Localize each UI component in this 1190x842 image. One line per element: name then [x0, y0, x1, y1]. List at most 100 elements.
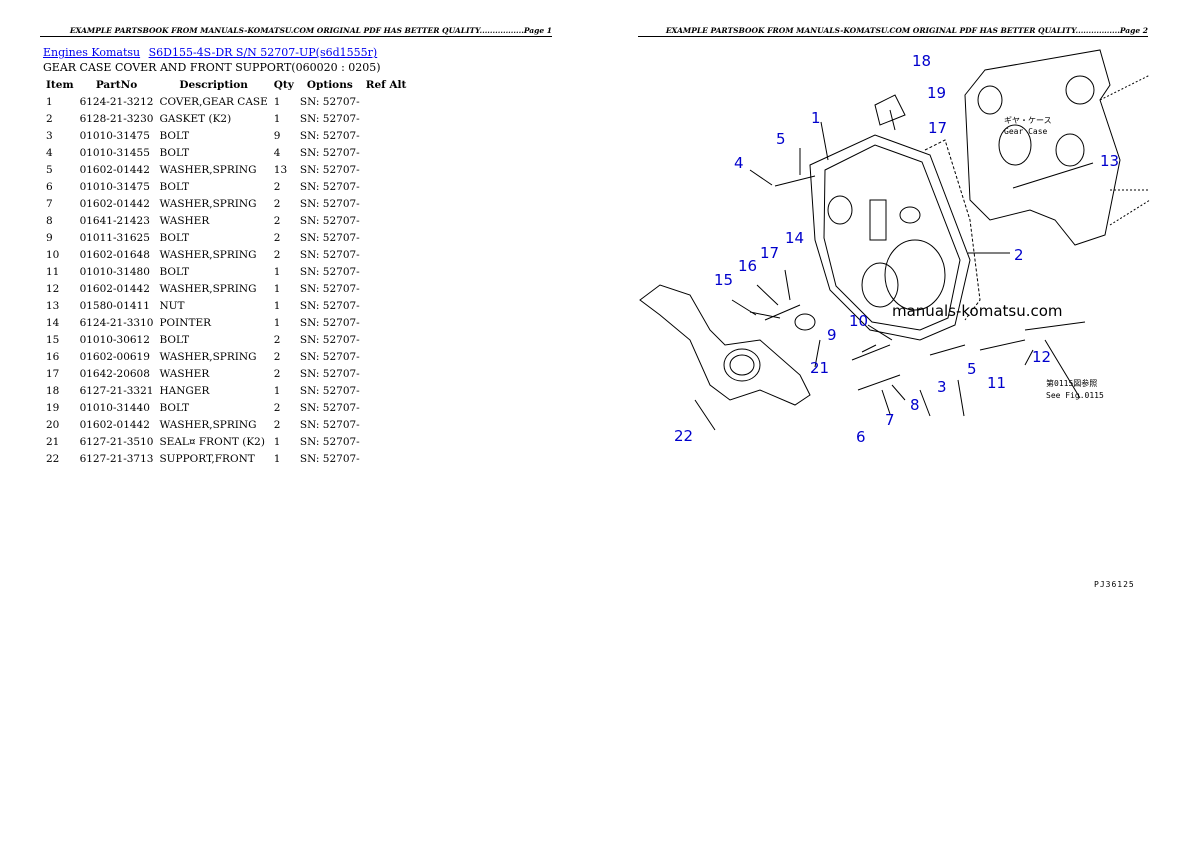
table-cell: 1 [46, 95, 53, 108]
column-header: PartNo [95, 78, 138, 91]
column-header: Options [306, 78, 353, 91]
table-cell: 2 [46, 112, 53, 125]
table-cell: 9 [273, 129, 281, 142]
table-cell [363, 161, 410, 178]
table-cell: WASHER,SPRING [159, 282, 257, 295]
table-cell: 11 [46, 265, 60, 278]
table-cell: SN: 52707- [299, 248, 360, 261]
table-cell: WASHER,SPRING [159, 197, 257, 210]
gear-case-label: ギヤ・ケース Gear Case [1004, 116, 1052, 136]
table-cell [363, 331, 410, 348]
column-header: Description [179, 78, 248, 91]
table-cell: 01602-01442 [79, 163, 150, 176]
table-cell: 1 [273, 452, 281, 465]
table-cell: SN: 52707- [299, 350, 360, 363]
table-cell: BOLT [159, 146, 190, 159]
table-cell [363, 297, 410, 314]
table-cell: 21 [46, 435, 60, 448]
watermark: manuals-komatsu.com [892, 302, 1063, 320]
see-fig-note: 第0115図参照 See Fig.0115 [1046, 379, 1104, 400]
gear-case-bore [977, 85, 1003, 115]
callout-16: 16 [738, 257, 757, 275]
table-cell: 2 [273, 231, 281, 244]
callout-14: 14 [785, 229, 804, 247]
breadcrumb-link-engines[interactable]: Engines Komatsu [43, 46, 141, 59]
table-row: 14 6124-21-3310 POINTER 1 SN: 52707- [43, 314, 409, 331]
table-cell [363, 127, 410, 144]
callout-5-top: 5 [776, 130, 786, 148]
table-cell: SN: 52707- [299, 452, 360, 465]
table-cell: 5 [46, 163, 53, 176]
table-cell: 15 [46, 333, 60, 346]
table-cell: SN: 52707- [299, 418, 360, 431]
table-cell: 2 [273, 248, 281, 261]
table-cell: 7 [46, 197, 53, 210]
table-cell: WASHER,SPRING [159, 248, 257, 261]
table-cell: POINTER [159, 316, 212, 329]
callout-10: 10 [849, 312, 868, 330]
table-cell: SN: 52707- [299, 282, 360, 295]
table-cell: 01010-31480 [79, 265, 150, 278]
table-cell [363, 178, 410, 195]
table-cell [363, 433, 410, 450]
table-cell: SN: 52707- [299, 333, 360, 346]
table-cell: 17 [46, 367, 60, 380]
table-cell: 9 [46, 231, 53, 244]
table-cell: 1 [273, 384, 281, 397]
table-cell [363, 144, 410, 161]
table-cell: 01011-31625 [79, 231, 150, 244]
column-header: Ref Alt [365, 78, 407, 91]
table-cell [363, 195, 410, 212]
table-cell: 1 [273, 435, 281, 448]
table-cell: 1 [273, 316, 281, 329]
callout-9: 9 [827, 326, 837, 344]
table-cell: 14 [46, 316, 60, 329]
callout-15: 15 [714, 271, 733, 289]
table-cell: SN: 52707- [299, 146, 360, 159]
table-cell: NUT [159, 299, 185, 312]
table-cell: 13 [46, 299, 60, 312]
column-header: Qty [273, 78, 294, 91]
table-cell: 2 [273, 418, 281, 431]
table-cell: SN: 52707- [299, 435, 360, 448]
table-cell: 6124-21-3310 [79, 316, 154, 329]
table-cell [363, 263, 410, 280]
breadcrumb-link-model[interactable]: S6D155-4S-DR S/N 52707-UP(s6d1555r) [148, 46, 378, 59]
section-title: GEAR CASE COVER AND FRONT SUPPORT(060020… [43, 61, 381, 74]
table-cell [363, 416, 410, 433]
callout-6: 6 [856, 428, 866, 446]
table-cell: 2 [273, 401, 281, 414]
callout-13: 13 [1100, 152, 1119, 170]
table-cell: 6127-21-3713 [79, 452, 154, 465]
table-cell: SN: 52707- [299, 197, 360, 210]
breadcrumb: Engines Komatsu S6D155-4S-DR S/N 52707-U… [43, 46, 382, 59]
gear-case-outline [964, 49, 1121, 246]
table-cell: WASHER [159, 214, 210, 227]
table-cell [363, 93, 410, 110]
table-cell [363, 450, 410, 467]
gasket-outline [924, 139, 981, 321]
table-cell: 1 [273, 112, 281, 125]
table-cell: BOLT [159, 265, 190, 278]
table-cell: 01641-21423 [79, 214, 150, 227]
table-cell [363, 348, 410, 365]
table-cell: 2 [273, 350, 281, 363]
table-cell: SN: 52707- [299, 401, 360, 414]
table-cell: SN: 52707- [299, 95, 360, 108]
table-cell: SN: 52707- [299, 316, 360, 329]
table-cell: WASHER,SPRING [159, 350, 257, 363]
callout-12: 12 [1032, 348, 1051, 366]
page-header-1: EXAMPLE PARTSBOOK FROM MANUALS-KOMATSU.C… [40, 26, 552, 37]
table-cell: 1 [273, 299, 281, 312]
table-cell: 6127-21-3510 [79, 435, 154, 448]
